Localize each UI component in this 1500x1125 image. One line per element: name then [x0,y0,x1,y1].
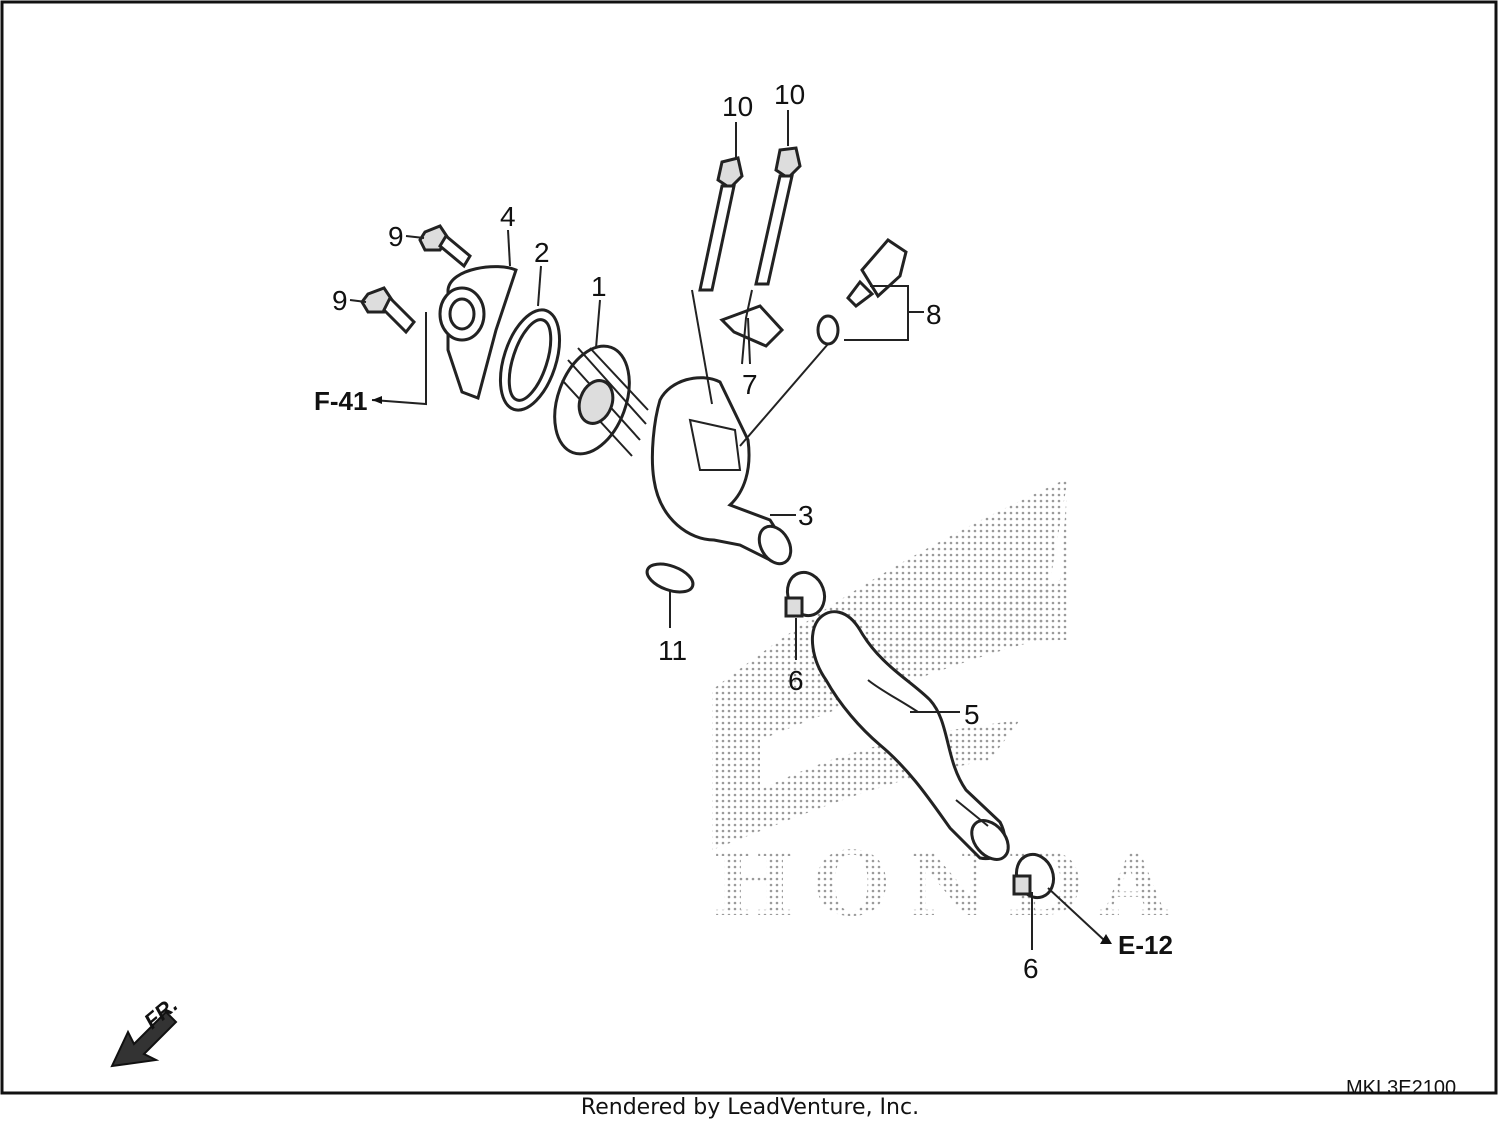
callout-2: 2 [534,237,550,268]
callout-11: 11 [658,635,687,666]
part-11-o-ring [645,562,695,594]
part-8-temp-sensor [816,238,908,346]
reference-e-12: E-12 [1118,930,1173,960]
callout-1: 1 [591,271,607,302]
watermark-text: HONDA [712,832,1187,936]
reference-f-41: F-41 [314,386,367,416]
part-6-clamp-lower [1012,852,1056,900]
bolt-9-lower [360,286,417,335]
diagram-code: MKL3E2100 [1346,1077,1456,1099]
callout-10-left: 10 [722,91,753,122]
reference-e-12-arrow [1100,934,1112,944]
part-4-water-outlet [438,265,518,400]
leader-lines [349,110,1105,950]
callout-9-lower: 9 [332,285,348,316]
callout-8: 8 [926,299,942,330]
callout-5: 5 [964,699,980,730]
footer-credit: Rendered by LeadVenture, Inc. [581,1095,919,1120]
part-1-thermostat [553,344,649,457]
bolt-9-upper [418,224,472,269]
part-7-clamp [719,304,785,348]
callout-6-upper: 6 [788,665,804,696]
part-5-water-hose [811,610,1010,861]
callout-6-lower: 6 [1023,953,1039,984]
callout-3: 3 [798,500,814,531]
front-arrow-label: FR. [139,992,182,1034]
front-direction-arrow: FR. [110,992,182,1068]
diagram-border [0,0,1498,1095]
callout-9-upper: 9 [388,221,404,252]
callout-7: 7 [742,369,758,400]
part-6-clamp-upper [784,570,827,618]
part-2-o-ring [499,308,561,412]
callout-10-right: 10 [774,79,805,110]
reference-f-41-arrow [372,396,382,404]
callout-4: 4 [500,201,516,232]
honda-wing-watermark [712,478,1068,850]
part-3-thermostat-housing [650,376,793,566]
bolt-10-left [698,156,744,292]
bolt-10-right [754,146,802,286]
